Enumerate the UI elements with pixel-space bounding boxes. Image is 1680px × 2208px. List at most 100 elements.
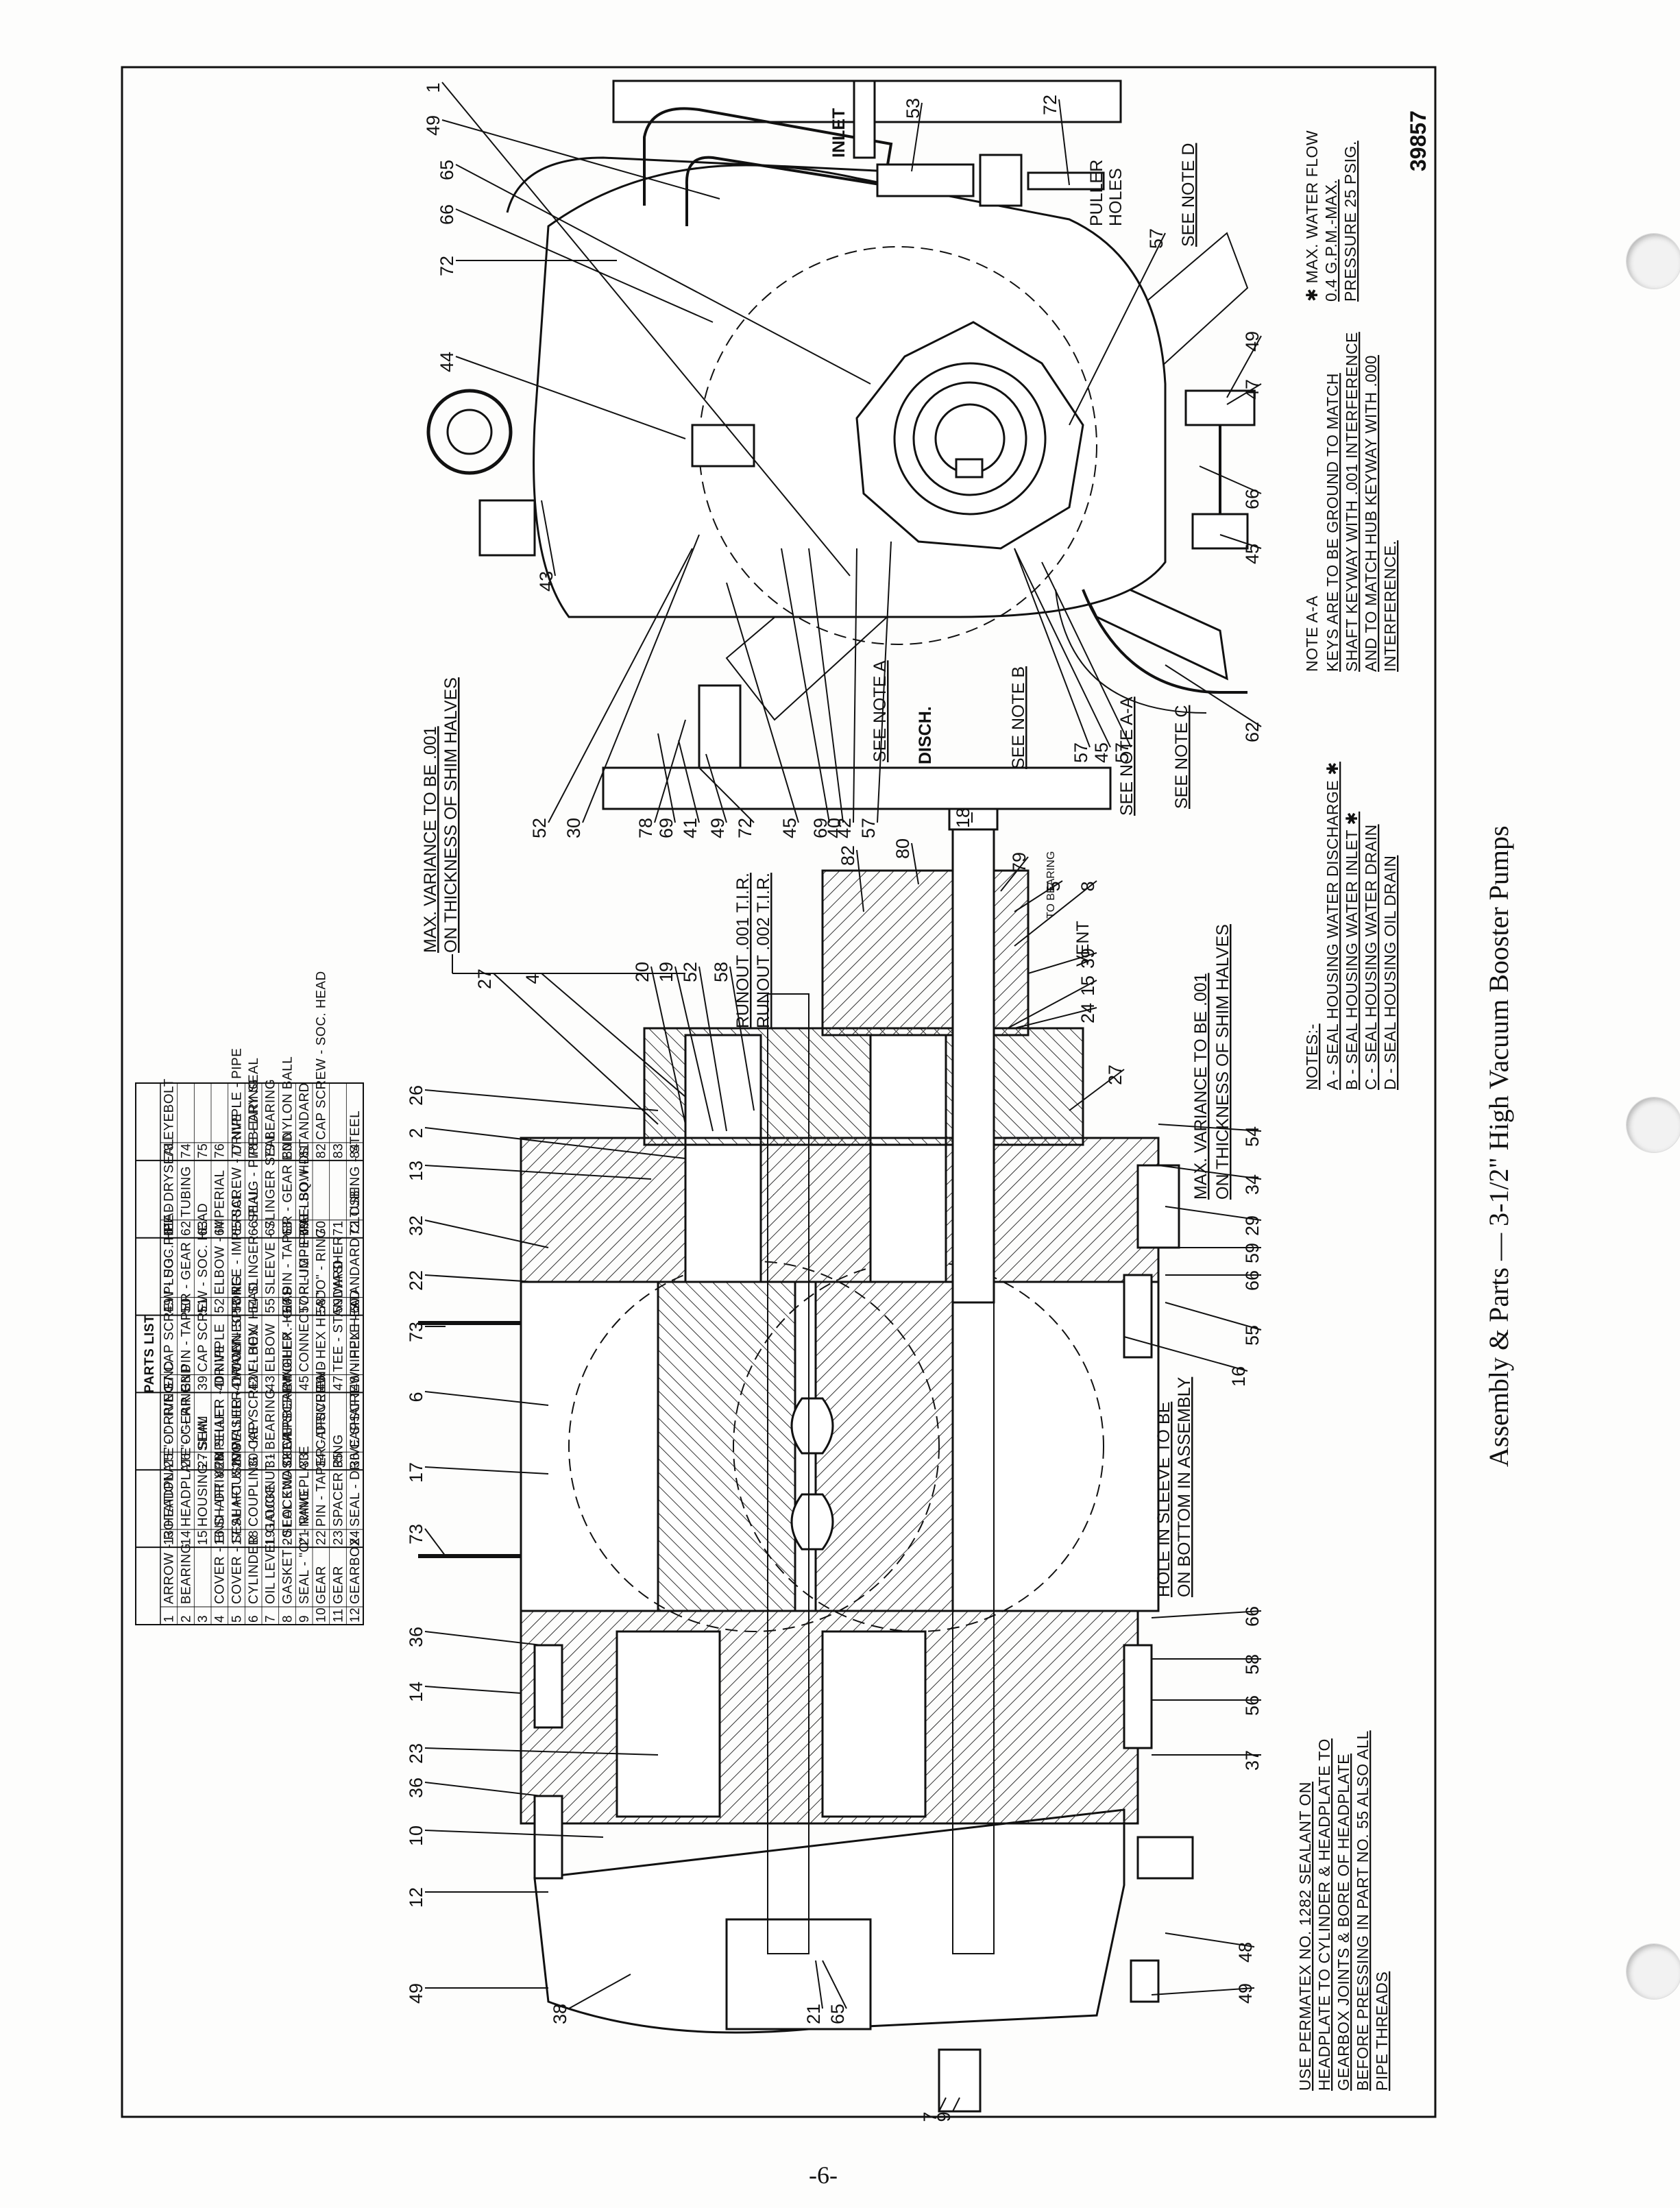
parts-list-item-description: "O" - RING bbox=[179, 1383, 193, 1450]
callout-leader bbox=[1014, 880, 1097, 947]
see-note-d: SEE NOTE D bbox=[1179, 143, 1198, 247]
parts-list-item-description: CAP SCREW - HEX. HEAD bbox=[247, 1282, 261, 1450]
permatex-line-1: USE PERMATEX NO. 1282 SEALANT ON bbox=[1296, 1782, 1314, 2091]
parts-list-item-number: 73 bbox=[162, 1143, 177, 1158]
callout-leader bbox=[856, 849, 864, 912]
callout-leader bbox=[952, 2097, 960, 2112]
parts-list-item-number: 7 bbox=[264, 1615, 278, 1623]
callout-leader bbox=[455, 164, 871, 385]
callout-number: 66 bbox=[1242, 489, 1263, 509]
shim-note-top-1: MAX. VARIANCE TO BE .001 bbox=[421, 726, 440, 953]
parts-list-item-number: 66 bbox=[247, 1221, 261, 1236]
callout-number: 15 bbox=[1078, 975, 1098, 996]
callout-leader bbox=[1226, 383, 1262, 405]
parts-list-item-description: CAPSCREW - HEX. HEAD bbox=[280, 1285, 295, 1449]
callout-number: 66 bbox=[1242, 1270, 1263, 1291]
callout-number: 65 bbox=[437, 160, 457, 180]
parts-list-item-number: 67 bbox=[264, 1221, 278, 1236]
callout-leader bbox=[698, 966, 727, 1132]
base-plate-disch bbox=[602, 766, 1112, 810]
parts-list-item-description: "O" - RING bbox=[315, 1228, 329, 1295]
callout-number: 57 bbox=[1146, 228, 1167, 249]
parts-list-item-description: COVER - SEAL HOUSING bbox=[230, 1442, 244, 1604]
parts-list-item-description: "O" - RING bbox=[162, 1383, 177, 1450]
parts-list-item-number: 16 bbox=[213, 1530, 228, 1545]
callout-number: 23 bbox=[406, 1743, 426, 1764]
callout-number: 8 bbox=[1078, 881, 1098, 891]
callout-number: 49 bbox=[423, 115, 443, 136]
callout-leader bbox=[1014, 548, 1111, 748]
callout-leader bbox=[1165, 664, 1262, 727]
parts-list-item-description: CAPSCREW - HEX HEAD bbox=[315, 1289, 329, 1449]
callout-number: 65 bbox=[827, 2004, 848, 2024]
callout-number: 18 bbox=[953, 808, 973, 828]
callout-leader bbox=[654, 719, 686, 823]
callout-leader bbox=[424, 1528, 446, 1557]
callout-number: 30 bbox=[563, 818, 584, 838]
callout-leader bbox=[729, 966, 755, 1111]
callout-number: 69 bbox=[656, 818, 677, 838]
disch-label: DISCH. bbox=[916, 706, 935, 764]
parts-list-item-description: TUBING - STEEL bbox=[348, 1111, 363, 1217]
parts-list-item-description: CYLINDER bbox=[247, 1536, 261, 1604]
callout-number: 12 bbox=[406, 1887, 426, 1908]
callout-leader bbox=[1027, 952, 1097, 974]
parts-list-item-number: 30 bbox=[247, 1453, 261, 1468]
callout-number: 1 bbox=[423, 82, 443, 93]
parts-list-item-number: 8 bbox=[280, 1615, 295, 1623]
parts-list-item-number: 61 bbox=[162, 1221, 177, 1236]
callout-number: 47 bbox=[1242, 379, 1263, 400]
callout-number: 39 bbox=[1078, 948, 1098, 969]
housing-outline bbox=[533, 164, 1167, 618]
callout-number: 19 bbox=[656, 962, 677, 982]
parts-list-item-description: CAP SCREW - SOC. HEAD bbox=[162, 1203, 177, 1372]
parts-list-item-description: SCREW - DRIVE bbox=[230, 1113, 244, 1217]
parts-list-item-description: LOCKWASHER - BEARING bbox=[280, 1357, 295, 1527]
callout-leader bbox=[822, 1960, 847, 2009]
sleeve-note-1: HOLE IN SLEEVE TO BE bbox=[1154, 1402, 1173, 1597]
parts-list-item-number: 39 bbox=[196, 1375, 210, 1390]
callout-number: 44 bbox=[437, 352, 457, 372]
parts-list-item-description: NIPPLE bbox=[213, 1324, 228, 1372]
driven-shaft bbox=[767, 993, 809, 1954]
parts-list-item-description: COVER - END - DRIVEN SHAFT bbox=[213, 1403, 228, 1604]
parts-list-item-description: ELBOW bbox=[264, 1323, 278, 1372]
see-note-a: SEE NOTE A bbox=[871, 660, 890, 762]
callout-number: 16 bbox=[1228, 1366, 1249, 1387]
parts-list-item-description: HEADPLATE - GEAR END bbox=[179, 1363, 193, 1527]
note-line-b: B - SEAL HOUSING WATER INLET ✱ bbox=[1343, 812, 1361, 1090]
callout-leader bbox=[1069, 1069, 1125, 1111]
callout-number: 73 bbox=[406, 1322, 426, 1342]
callout-number: 82 bbox=[838, 845, 858, 866]
parts-list-item-description: ELBOW - STANDARD bbox=[297, 1082, 312, 1217]
parts-list-item-description: WASHER - WAVY - SPRING bbox=[230, 1275, 244, 1449]
callout-number: 66 bbox=[1242, 1606, 1263, 1627]
callout-leader bbox=[657, 733, 676, 823]
parts-list-item-number: 76 bbox=[213, 1143, 228, 1158]
callout-number: 72 bbox=[437, 256, 457, 276]
parts-list-item-number: 37 bbox=[162, 1375, 177, 1390]
callout-leader bbox=[424, 1220, 549, 1248]
parts-list-item-description: TUBING bbox=[179, 1166, 193, 1217]
parts-list-item-number: 20 bbox=[280, 1530, 295, 1545]
callout-number: 29 bbox=[1242, 1215, 1263, 1236]
callout-leader bbox=[424, 1631, 542, 1646]
seal-end-cover bbox=[821, 869, 1030, 1036]
callout-number: 62 bbox=[1242, 722, 1263, 742]
parts-list-item-description: PIN - TAPER - GEAR bbox=[179, 1242, 193, 1372]
callout-number: 58 bbox=[1242, 1654, 1263, 1675]
parts-list-item-number: 69 bbox=[297, 1221, 312, 1236]
parts-list-item-number: 24 bbox=[348, 1530, 363, 1545]
callout-number: 49 bbox=[707, 818, 728, 838]
parts-list-item-description: CONNECTOR bbox=[230, 1285, 244, 1372]
callout-number: 53 bbox=[903, 98, 923, 119]
parts-list-item-description: PLUG - PIPE - DRY SEAL bbox=[247, 1058, 261, 1217]
callout-number: 49 bbox=[1242, 331, 1263, 352]
parts-list-item-number: 77 bbox=[230, 1143, 244, 1158]
callout-leader bbox=[1007, 980, 1097, 1029]
callout-number: 72 bbox=[1040, 95, 1060, 115]
page-number: -6- bbox=[809, 2161, 838, 2189]
callout-number: 49 bbox=[1235, 1983, 1256, 2004]
callout-number: 14 bbox=[406, 1682, 426, 1702]
